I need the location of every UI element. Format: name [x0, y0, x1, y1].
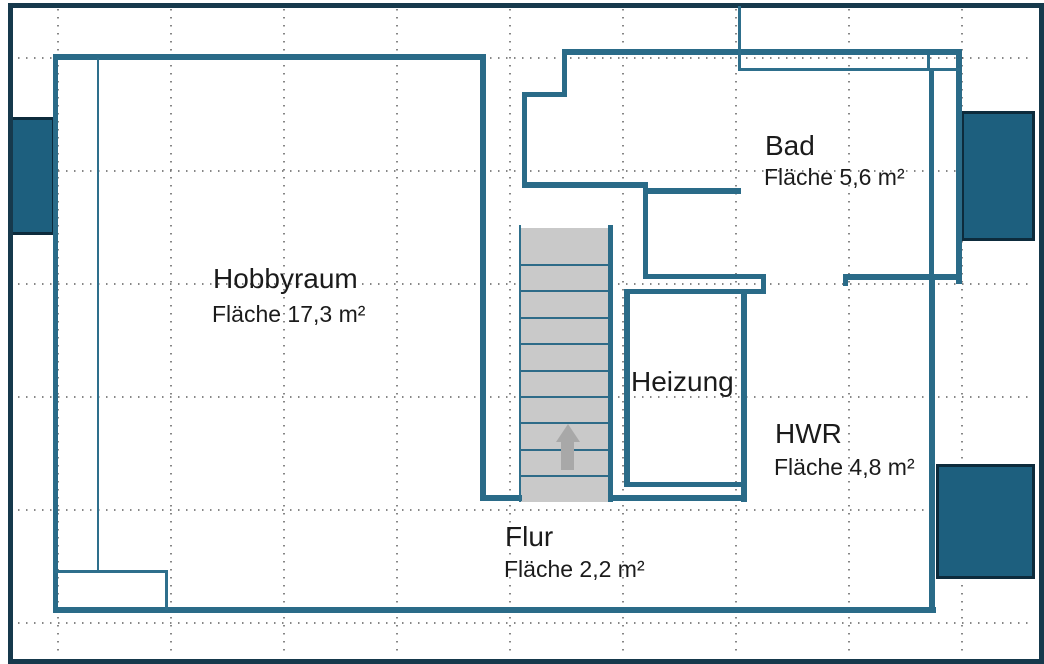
wall: [165, 570, 168, 610]
stair-tread: [521, 475, 608, 477]
stair-tread: [521, 396, 608, 398]
wall: [562, 49, 567, 97]
wall: [624, 289, 630, 487]
room-label-bad: Bad: [765, 130, 815, 161]
stair-tread: [521, 343, 608, 345]
stair-tread: [521, 422, 608, 424]
staircase: [521, 228, 608, 502]
grid-line: [509, 9, 511, 653]
wall: [522, 92, 527, 187]
wall: [929, 68, 934, 279]
room-area-hwr: Fläche 4,8 m²: [774, 454, 915, 480]
room-label-hobbyraum: Hobbyraum: [213, 263, 358, 294]
wall: [643, 188, 741, 194]
window-top-right: [961, 111, 1035, 241]
grid-line: [10, 509, 1034, 511]
wall: [55, 570, 167, 573]
room-label-heizung: Heizung: [631, 366, 734, 397]
wall: [929, 274, 935, 613]
grid-line: [57, 9, 59, 653]
grid-line: [396, 9, 398, 653]
room-area-flur: Fläche 2,2 m²: [504, 556, 645, 582]
wall: [643, 182, 648, 279]
room-area-hobbyraum: Fläche 17,3 m²: [212, 301, 366, 327]
wall: [522, 182, 648, 188]
stair-direction-arrow-icon: [561, 441, 574, 470]
stair-tread: [521, 264, 608, 266]
grid-line: [283, 9, 285, 653]
wall: [761, 274, 766, 294]
wall: [519, 225, 521, 502]
wall: [624, 482, 747, 487]
wall: [97, 58, 99, 572]
stair-tread: [521, 317, 608, 319]
room-label-flur: Flur: [505, 521, 554, 552]
wall: [53, 607, 936, 613]
plan-border-frame: [8, 3, 1044, 664]
grid-line: [848, 9, 850, 653]
wall: [480, 495, 522, 501]
wall: [53, 54, 58, 613]
stair-direction-arrow-icon: [556, 424, 580, 442]
wall: [608, 225, 613, 502]
stair-tread: [521, 290, 608, 292]
wall: [643, 274, 766, 279]
room-area-bad: Fläche 5,6 m²: [764, 164, 905, 190]
grid-line: [622, 9, 624, 653]
wall: [53, 54, 486, 60]
grid-line: [170, 9, 172, 653]
grid-line: [10, 622, 1034, 624]
wall: [843, 274, 962, 280]
wall: [738, 6, 741, 71]
wall: [610, 495, 747, 501]
window-bottom-right: [936, 464, 1035, 579]
window-sill-line: [740, 68, 960, 71]
wall: [624, 289, 766, 294]
room-label-hwr: HWR: [775, 418, 842, 449]
window-sill-line: [927, 55, 930, 71]
grid-line: [10, 57, 1034, 59]
wall: [741, 289, 747, 502]
wall: [843, 274, 848, 286]
stair-tread: [521, 370, 608, 372]
grid-line: [735, 9, 737, 653]
wall: [522, 92, 567, 97]
wall: [562, 49, 962, 55]
wall: [956, 49, 962, 284]
grid-line: [961, 9, 963, 653]
wall: [480, 54, 486, 501]
